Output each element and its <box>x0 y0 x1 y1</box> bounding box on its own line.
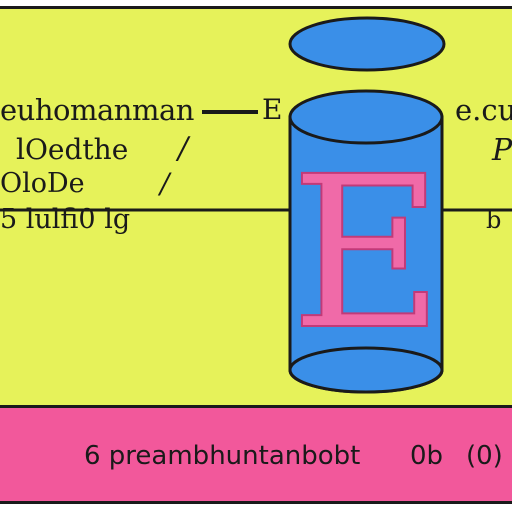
footer-caption: 6 preambhuntanbobt <box>84 441 361 471</box>
caption-panel <box>0 408 512 504</box>
cylinder-bottom <box>288 346 444 394</box>
left-label-2-suffix: / <box>178 131 189 166</box>
right-label-1: e.cu <box>455 93 512 127</box>
right-label-2: P <box>492 133 512 168</box>
pointer-label: E <box>262 93 283 126</box>
left-label-3-suffix: / <box>160 167 170 200</box>
cylinder-top <box>288 89 444 145</box>
left-label-3: OloDe <box>0 168 85 199</box>
footer-ref-c: (0) <box>466 441 503 471</box>
cylinder-lid <box>288 16 446 72</box>
left-label-4: 5 lulfi0 lg <box>0 204 131 235</box>
cylinder-letter: E <box>290 131 443 376</box>
right-label-3: b <box>486 206 502 234</box>
left-label-1: euhomanman <box>0 93 194 127</box>
left-label-2: lOedthe <box>16 133 129 166</box>
footer-ref-b: 0b <box>410 441 444 471</box>
